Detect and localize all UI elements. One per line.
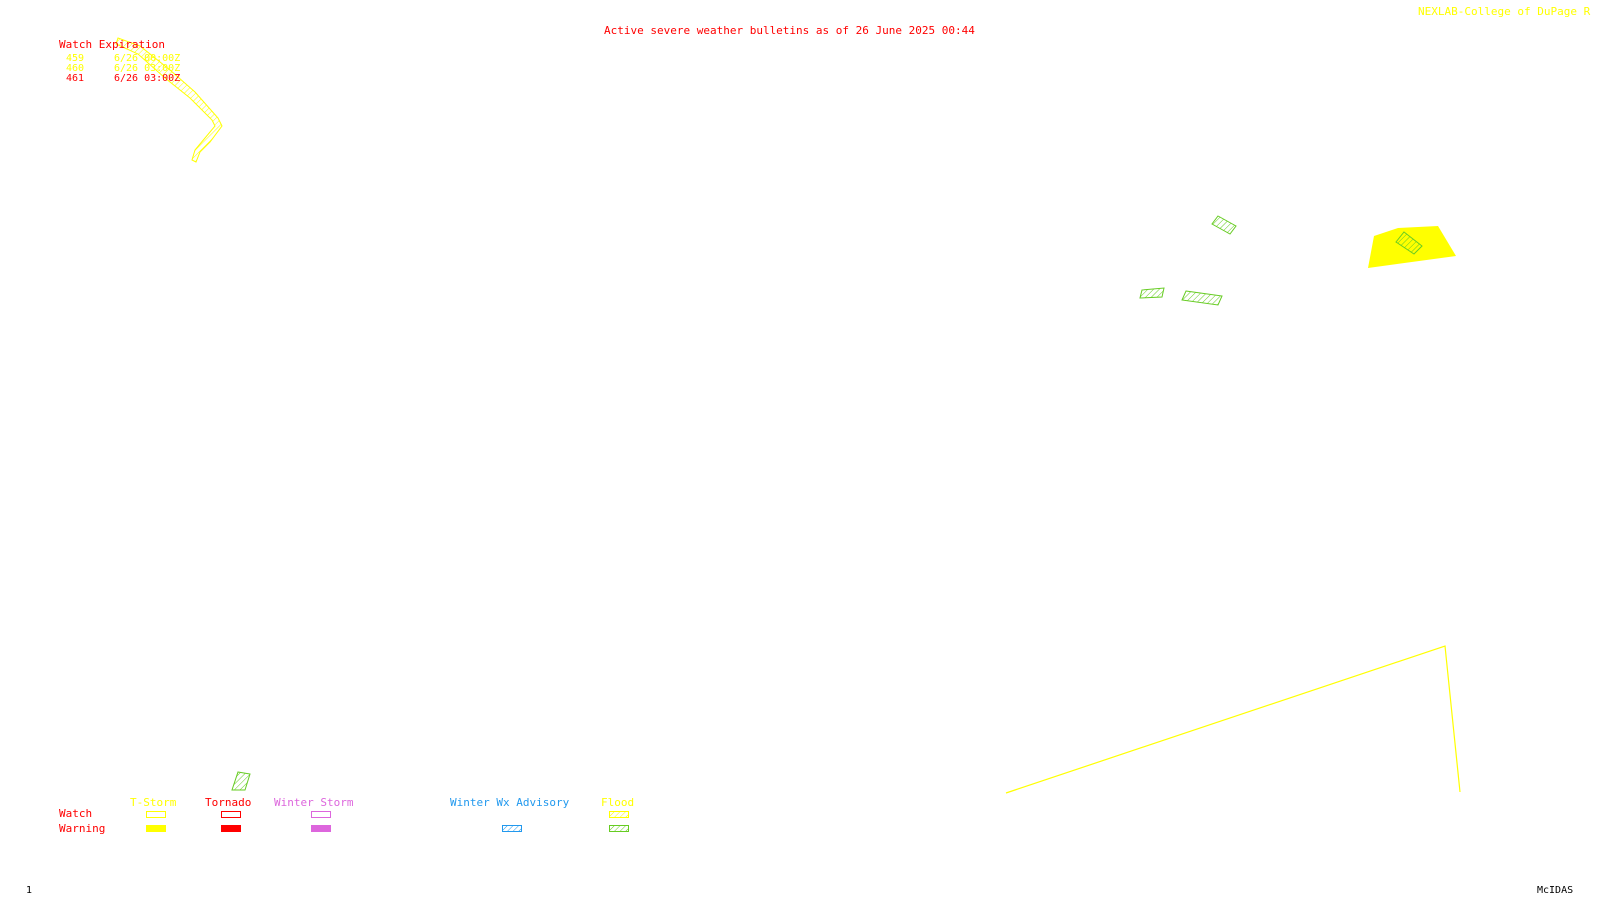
legend-tornado-warning-swatch	[221, 825, 241, 832]
legend-winter-wx-advisory-label: Winter Wx Advisory	[450, 796, 570, 809]
flood-warning-area	[1181, 290, 1223, 306]
flood-warning-area	[1211, 215, 1237, 235]
legend-flood-watch-swatch	[609, 811, 629, 818]
legend-winter-storm-warning-swatch	[311, 825, 331, 832]
legend-row-warning: Warning	[59, 822, 106, 835]
legend-tornado-watch-swatch	[221, 811, 241, 818]
frame-number: 1	[26, 885, 33, 896]
legend-tstorm-watch-swatch	[146, 811, 166, 818]
legend-tstorm-warning-swatch	[146, 825, 166, 832]
watch-expiration-title: Watch Expiration	[59, 38, 165, 51]
flood-watch-area	[115, 37, 223, 163]
legend-flood-label: Flood	[601, 796, 635, 809]
legend-tstorm-label: T-Storm	[130, 796, 177, 809]
watch-id: 459	[66, 53, 85, 64]
credit-label: NEXLAB-College of DuPage R	[1418, 5, 1591, 18]
tstorm-watch-outline	[1005, 645, 1461, 794]
bulletin-title: Active severe weather bulletins as of 26…	[604, 24, 975, 37]
legend-winter-storm-label: Winter Storm	[274, 796, 354, 809]
legend-tornado-label: Tornado	[205, 796, 252, 809]
legend-winter-wx-advisory-swatch	[502, 825, 522, 832]
software-label: McIDAS	[1537, 885, 1574, 896]
watch-id: 461	[66, 73, 85, 84]
legend-winter-storm-watch-swatch	[311, 811, 331, 818]
watch-id: 460	[66, 63, 85, 74]
watch-time: 6/26 03:00Z	[114, 63, 181, 74]
flood-warning-area	[231, 771, 251, 791]
flood-warning-area	[1139, 287, 1165, 299]
legend-row-watch: Watch	[59, 807, 93, 820]
watch-time: 6/26 00:00Z	[114, 53, 181, 64]
legend-flood-warning-swatch	[609, 825, 629, 832]
watch-time: 6/26 03:00Z	[114, 73, 181, 84]
flood-warning-area	[1395, 231, 1423, 255]
